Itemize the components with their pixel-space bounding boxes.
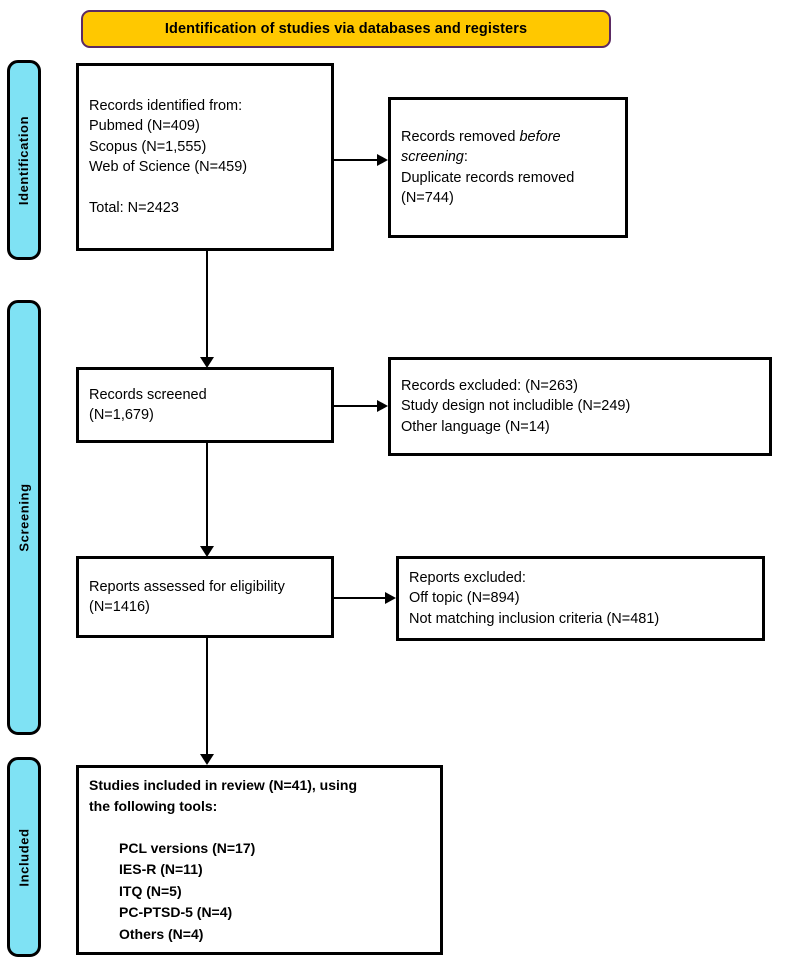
records-identified-line-4: Web of Science (N=459) (89, 159, 248, 176)
studies-included-line-2: the following tools: (89, 798, 218, 815)
box-records-screened: Records screened (N=1,679) (76, 367, 334, 443)
stage-label-screening: Screening (16, 483, 32, 552)
reports-excluded-line-2: Off topic (N=894) (409, 590, 520, 607)
studies-included-tool-1: PCL versions (N=17) (119, 839, 256, 856)
arrow-head (200, 546, 214, 557)
diagram-header-banner: Identification of studies via databases … (81, 10, 611, 48)
arrow-head (200, 754, 214, 765)
studies-included-tool-3: ITQ (N=5) (119, 882, 182, 899)
arrow-head (377, 154, 388, 166)
arrow-shaft (334, 159, 378, 161)
reports-excluded-line-3: Not matching inclusion criteria (N=481) (409, 610, 660, 627)
records-screened-line-1: Records screened (89, 386, 207, 403)
arrow-head (200, 357, 214, 368)
reports-assessed-line-1: Reports assessed for eligibility (89, 578, 285, 595)
arrow-screened-to-excluded (334, 396, 388, 416)
stage-sidebar-screening: Screening (7, 300, 41, 735)
stage-sidebar-identification: Identification (7, 60, 41, 260)
box-studies-included: Studies included in review (N=41), using… (76, 765, 443, 955)
records-excluded-line-1: Records excluded: (N=263) (401, 377, 578, 394)
studies-included-tool-2: IES-R (N=11) (119, 861, 203, 878)
records-excluded-line-2: Study design not includible (N=249) (401, 398, 631, 415)
studies-included-tool-5: Others (N=4) (119, 925, 204, 942)
records-removed-text-colon: : (463, 149, 468, 165)
studies-included-spacer (89, 818, 430, 838)
box-records-removed: Records removed before screening: Duplic… (388, 97, 628, 238)
arrow-shaft (334, 405, 378, 407)
records-removed-text-before: before (519, 128, 561, 145)
box-reports-excluded: Reports excluded: Off topic (N=894) Not … (396, 556, 765, 641)
reports-excluded-line-1: Reports excluded: (409, 569, 526, 586)
records-removed-line-4: (N=744) (401, 190, 454, 206)
arrow-shaft (206, 443, 208, 547)
records-removed-line-3: Duplicate records removed (401, 169, 575, 186)
arrow-shaft (206, 638, 208, 755)
arrow-identified-to-removed (334, 150, 388, 170)
records-identified-spacer (89, 178, 321, 198)
studies-included-line-1: Studies included in review (N=41), using (89, 776, 358, 793)
reports-assessed-line-2: (N=1416) (89, 599, 150, 615)
arrow-screened-to-assessed (197, 443, 217, 557)
records-removed-line-2: screening: (401, 147, 615, 168)
box-reports-assessed: Reports assessed for eligibility (N=1416… (76, 556, 334, 638)
stage-sidebar-included: Included (7, 757, 41, 957)
records-identified-line-1: Records identified from: (89, 97, 243, 114)
arrow-shaft (334, 597, 386, 599)
stage-label-identification: Identification (16, 115, 32, 205)
arrow-assessed-to-included (197, 638, 217, 765)
records-identified-total: Total: N=2423 (89, 199, 179, 216)
arrow-assessed-to-reports-excluded (334, 588, 396, 608)
records-removed-line-1: Records removed before (401, 127, 615, 148)
records-removed-text-screening: screening (401, 149, 464, 165)
records-identified-line-3: Scopus (N=1,555) (89, 138, 207, 155)
arrow-head (385, 592, 396, 604)
studies-included-tool-4: PC-PTSD-5 (N=4) (119, 904, 233, 921)
diagram-header-title: Identification of studies via databases … (164, 21, 528, 37)
records-identified-line-2: Pubmed (N=409) (89, 118, 200, 135)
stage-label-included: Included (16, 827, 32, 887)
records-removed-text-a: Records removed (401, 128, 520, 145)
records-screened-line-2: (N=1,679) (89, 407, 154, 423)
records-excluded-line-3: Other language (N=14) (401, 418, 550, 435)
arrow-shaft (206, 251, 208, 358)
arrow-identified-to-screened (197, 251, 217, 368)
box-records-identified: Records identified from: Pubmed (N=409) … (76, 63, 334, 251)
box-records-excluded: Records excluded: (N=263) Study design n… (388, 357, 772, 456)
arrow-head (377, 400, 388, 412)
